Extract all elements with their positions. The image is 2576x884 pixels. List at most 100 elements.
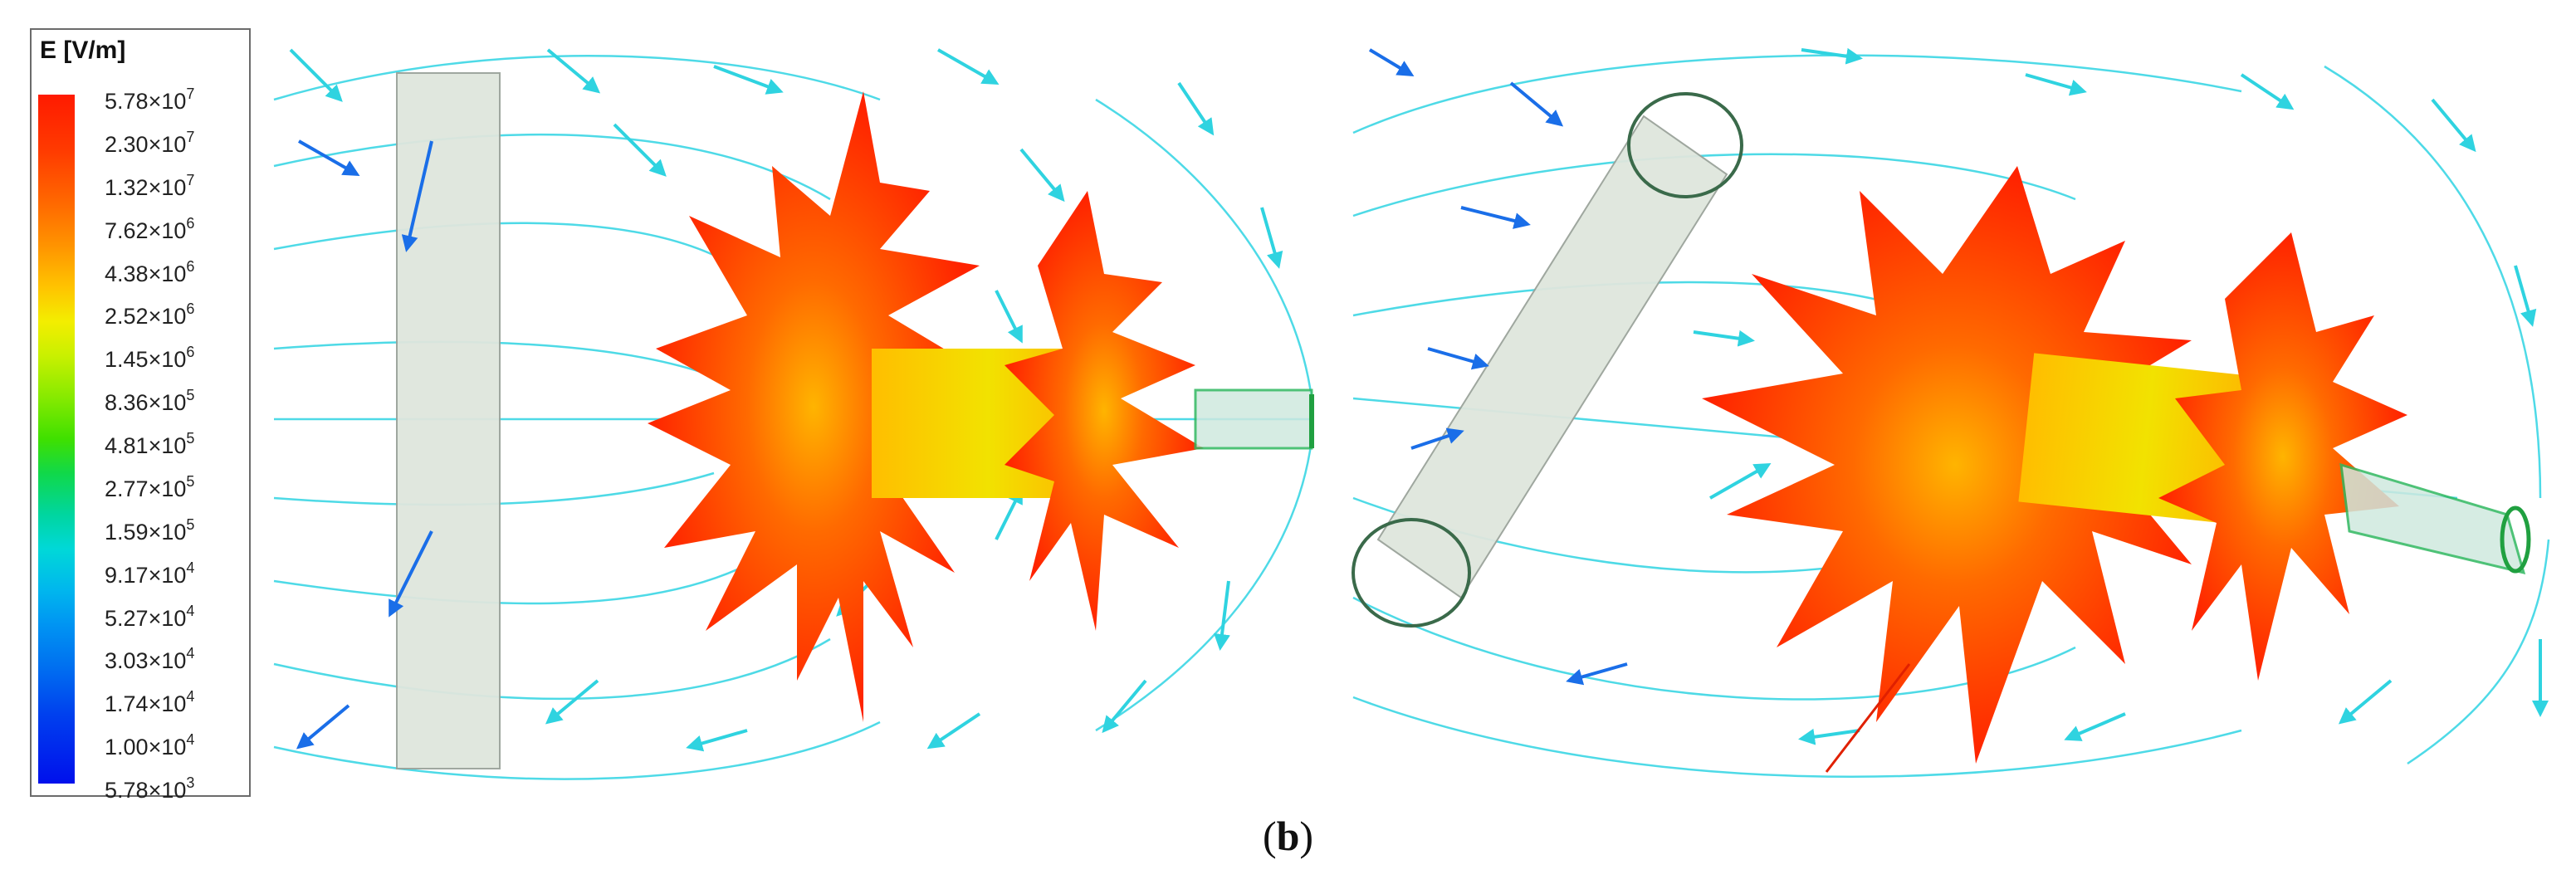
tick-exponent: 4 bbox=[186, 645, 195, 662]
tick-times: × bbox=[148, 261, 162, 286]
tick-base: 10 bbox=[161, 476, 187, 501]
tick-exponent: 4 bbox=[186, 559, 195, 576]
tick-base: 10 bbox=[161, 691, 187, 717]
tick-times: × bbox=[148, 433, 162, 458]
tick-exponent: 3 bbox=[186, 774, 195, 791]
legend-tick-label: 7.62×106 bbox=[105, 212, 194, 243]
legend-tick-label: 8.36×105 bbox=[105, 384, 194, 415]
tick-exponent: 7 bbox=[186, 171, 195, 188]
tick-mantissa: 5.78 bbox=[105, 778, 149, 803]
tick-times: × bbox=[148, 217, 162, 243]
panel-caption: (b) bbox=[0, 812, 2576, 860]
tick-exponent: 6 bbox=[186, 300, 195, 318]
legend-tick-label: 1.74×104 bbox=[105, 686, 194, 716]
tick-times: × bbox=[148, 778, 162, 803]
legend-tick-label: 4.81×105 bbox=[105, 427, 194, 458]
tick-exponent: 7 bbox=[186, 128, 195, 145]
tick-mantissa: 1.32 bbox=[105, 174, 149, 200]
tick-base: 10 bbox=[161, 174, 187, 200]
tick-exponent: 5 bbox=[186, 387, 195, 404]
tick-base: 10 bbox=[161, 605, 187, 631]
panel-gap bbox=[1338, 25, 1347, 805]
left-field-lines bbox=[273, 54, 1313, 780]
tick-times: × bbox=[148, 476, 162, 501]
tick-mantissa: 1.74 bbox=[105, 691, 149, 717]
tick-times: × bbox=[148, 174, 162, 200]
legend-tick-label: 4.38×106 bbox=[105, 256, 194, 286]
left-small-conductor bbox=[1194, 388, 1313, 450]
tick-mantissa: 8.36 bbox=[105, 390, 149, 416]
legend-tick-label: 2.52×106 bbox=[105, 298, 194, 329]
right-conductor-end-top bbox=[1627, 92, 1743, 198]
tick-mantissa: 2.52 bbox=[105, 304, 149, 330]
tick-exponent: 5 bbox=[186, 430, 195, 447]
tick-times: × bbox=[148, 304, 162, 330]
tick-times: × bbox=[148, 89, 162, 114]
legend-tick-label: 2.30×107 bbox=[105, 126, 194, 157]
tick-times: × bbox=[148, 735, 162, 760]
tick-times: × bbox=[148, 648, 162, 674]
tick-base: 10 bbox=[161, 433, 187, 458]
tick-times: × bbox=[148, 347, 162, 373]
tick-base: 10 bbox=[161, 735, 187, 760]
tick-times: × bbox=[148, 131, 162, 157]
tick-mantissa: 5.27 bbox=[105, 605, 149, 631]
left-field-burst-1 bbox=[648, 91, 980, 722]
tick-times: × bbox=[148, 562, 162, 588]
right-conductor bbox=[1376, 115, 1728, 599]
left-field-burst-2 bbox=[1004, 191, 1204, 631]
tick-mantissa: 2.77 bbox=[105, 476, 149, 501]
tick-times: × bbox=[148, 519, 162, 545]
tick-exponent: 7 bbox=[186, 85, 195, 102]
tick-base: 10 bbox=[161, 390, 187, 416]
tick-exponent: 5 bbox=[186, 515, 195, 533]
right-small-conductor bbox=[2339, 462, 2526, 575]
legend-tick-label: 5.78×107 bbox=[105, 83, 194, 114]
tick-base: 10 bbox=[161, 347, 187, 373]
legend-color-bar bbox=[38, 95, 75, 784]
legend-tick-label: 5.27×104 bbox=[105, 600, 194, 631]
tick-base: 10 bbox=[161, 89, 187, 114]
tick-mantissa: 1.00 bbox=[105, 735, 149, 760]
legend-tick-label: 1.59×105 bbox=[105, 514, 194, 545]
tick-exponent: 6 bbox=[186, 257, 195, 275]
tick-times: × bbox=[148, 691, 162, 717]
tick-exponent: 6 bbox=[186, 344, 195, 361]
legend-tick-label: 2.77×105 bbox=[105, 471, 194, 501]
tick-exponent: 6 bbox=[186, 214, 195, 232]
tick-base: 10 bbox=[161, 778, 187, 803]
left-arrows bbox=[289, 48, 1283, 752]
right-conductor-end-bottom bbox=[1352, 518, 1471, 628]
tick-exponent: 4 bbox=[186, 731, 195, 749]
tick-base: 10 bbox=[161, 648, 187, 674]
legend-tick-label: 1.00×104 bbox=[105, 729, 194, 759]
tick-mantissa: 1.45 bbox=[105, 347, 149, 373]
tick-times: × bbox=[148, 390, 162, 416]
caption-open: ( bbox=[1262, 813, 1277, 859]
legend-tick-label: 5.78×103 bbox=[105, 772, 194, 803]
tick-mantissa: 4.81 bbox=[105, 433, 149, 458]
tick-times: × bbox=[148, 605, 162, 631]
tick-mantissa: 9.17 bbox=[105, 562, 149, 588]
legend-tick-label: 1.45×106 bbox=[105, 341, 194, 372]
legend-tick-label: 3.03×104 bbox=[105, 642, 194, 673]
right-arrows bbox=[1368, 47, 2549, 745]
tick-mantissa: 7.62 bbox=[105, 217, 149, 243]
tick-mantissa: 2.30 bbox=[105, 131, 149, 157]
tick-mantissa: 3.03 bbox=[105, 648, 149, 674]
tick-base: 10 bbox=[161, 562, 187, 588]
caption-close: ) bbox=[1299, 813, 1314, 859]
right-field-burst-2 bbox=[2158, 232, 2407, 681]
right-panel bbox=[1352, 47, 2550, 778]
left-conductor bbox=[396, 72, 501, 769]
tick-exponent: 4 bbox=[186, 688, 195, 706]
legend-title: E [V/m] bbox=[40, 37, 126, 64]
tick-base: 10 bbox=[161, 131, 187, 157]
tick-mantissa: 4.38 bbox=[105, 261, 149, 286]
tick-base: 10 bbox=[161, 261, 187, 286]
tick-base: 10 bbox=[161, 217, 187, 243]
tick-mantissa: 1.59 bbox=[105, 519, 149, 545]
